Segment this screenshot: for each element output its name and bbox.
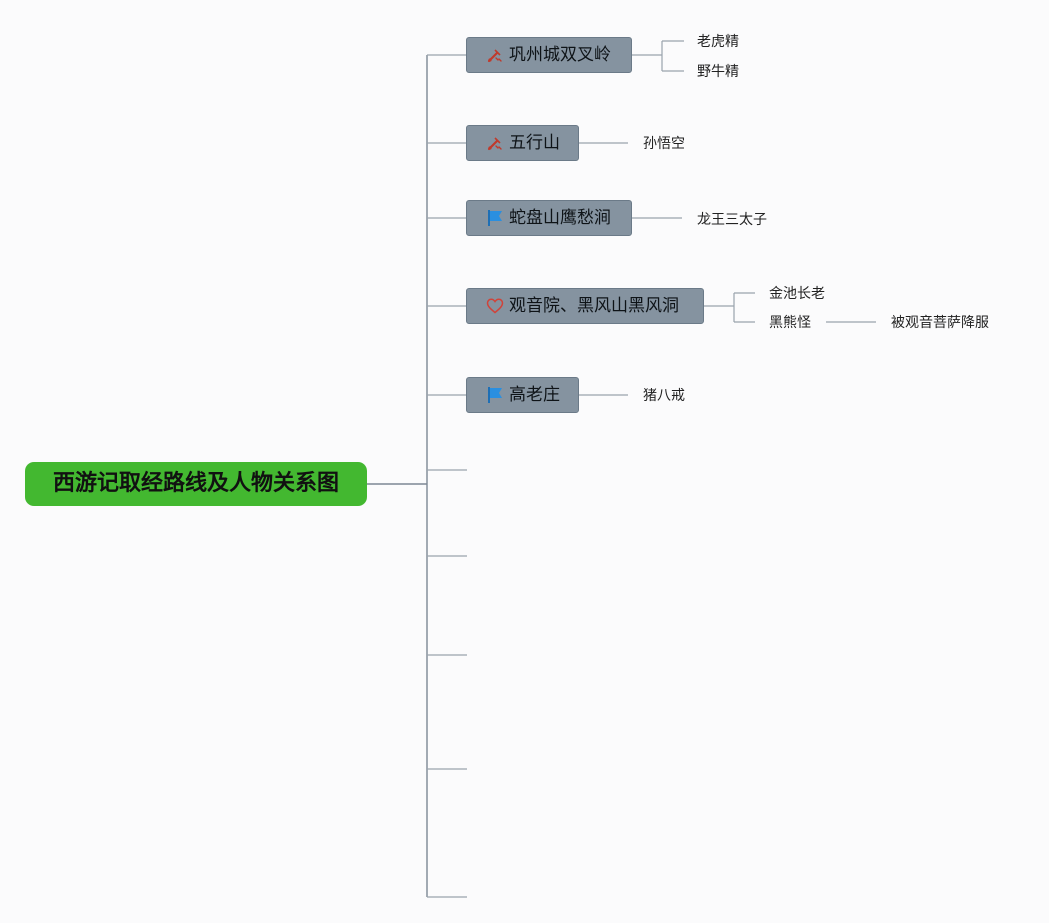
- root-topic[interactable]: 西游记取经路线及人物关系图: [25, 462, 367, 506]
- leaf-zhu-bajie[interactable]: 猪八戒: [643, 388, 685, 404]
- topic-gao-village[interactable]: 高老庄: [466, 377, 579, 413]
- topic-shepan-mountain[interactable]: 蛇盘山鹰愁涧: [466, 200, 632, 236]
- leaf-ox-spirit[interactable]: 野牛精: [697, 64, 739, 80]
- tools-icon: [485, 133, 505, 153]
- leaf-tiger-spirit[interactable]: 老虎精: [697, 34, 739, 50]
- topic-label: 五行山: [509, 133, 560, 153]
- leaf-black-bear[interactable]: 黑熊怪: [769, 315, 811, 331]
- topic-label: 高老庄: [509, 385, 560, 405]
- leaf-jinchi-elder[interactable]: 金池长老: [769, 286, 825, 302]
- topic-guanyin-temple[interactable]: 观音院、黑风山黑风洞: [466, 288, 704, 324]
- topic-wuxing-mountain[interactable]: 五行山: [466, 125, 579, 161]
- topic-gongzhou[interactable]: 巩州城双叉岭: [466, 37, 632, 73]
- topic-label: 观音院、黑风山黑风洞: [509, 296, 679, 316]
- tools-icon: [485, 45, 505, 65]
- leaf-subdued-by-guanyin[interactable]: 被观音菩萨降服: [891, 315, 989, 331]
- leaf-dragon-prince[interactable]: 龙王三太子: [697, 212, 767, 228]
- topic-label: 蛇盘山鹰愁涧: [509, 208, 611, 228]
- heart-icon: [485, 296, 505, 316]
- leaf-sun-wukong[interactable]: 孙悟空: [643, 136, 685, 152]
- flag-icon: [485, 208, 505, 228]
- flag-icon: [485, 385, 505, 405]
- topic-label: 巩州城双叉岭: [509, 45, 611, 65]
